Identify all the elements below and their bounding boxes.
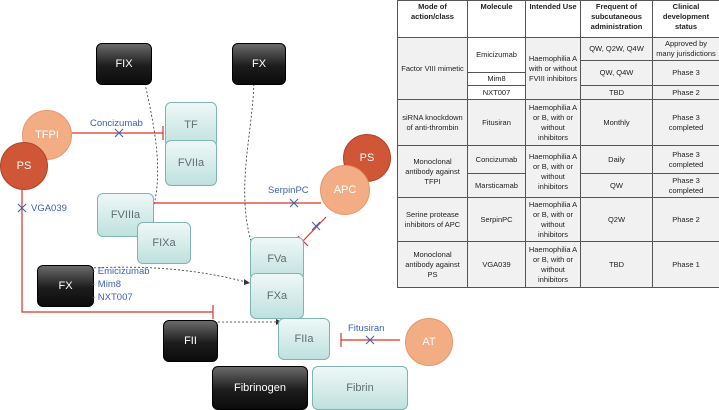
- header-mode: Mode of action/class: [398, 1, 468, 38]
- use-cell: Haemophilia A or B, with or without inhi…: [526, 242, 581, 288]
- fii-box: FII: [163, 320, 218, 362]
- molecule-cell: Emicizumab: [468, 38, 526, 73]
- fviia-box: FVIIa: [165, 140, 217, 186]
- concizumab-label: Concizumab: [90, 118, 143, 129]
- header-molecule: Molecule: [468, 1, 526, 38]
- table-row: Serine protease inhibitors of APC Serpin…: [398, 198, 719, 242]
- status-cell: Phase 1: [653, 242, 719, 288]
- fixa-box: FIXa: [137, 222, 191, 264]
- frequency-cell: QW, Q2W, Q4W: [581, 38, 653, 61]
- status-cell: Approved by many jurisdictions: [653, 38, 719, 61]
- fx-top-box: FX: [232, 43, 286, 85]
- serpinpc-label: SerpinPC: [268, 185, 309, 196]
- molecule-cell: Marsticamab: [468, 174, 526, 198]
- molecule-cell: Mim8: [468, 73, 526, 86]
- fix-box: FIX: [96, 43, 152, 85]
- frequency-cell: QW, Q4W: [581, 61, 653, 86]
- use-cell: Haemophilia A or B, with or without inhi…: [526, 198, 581, 242]
- status-cell: Phase 3 completed: [653, 174, 719, 198]
- therapies-table: Mode of action/class Molecule Intended U…: [397, 0, 719, 288]
- emicizumab-label: - Emicizumab: [92, 266, 150, 277]
- table-header-row: Mode of action/class Molecule Intended U…: [398, 1, 719, 38]
- frequency-cell: Monthly: [581, 100, 653, 146]
- ps-left-circle: PS: [0, 142, 48, 190]
- table-row: Factor VIII mimetic Emicizumab Haemophil…: [398, 38, 719, 61]
- table-row: siRNA knockdown of anti-thrombin Fitusir…: [398, 100, 719, 146]
- header-frequency: Frequent of subcutaneous administration: [581, 1, 653, 38]
- status-cell: Phase 3 completed: [653, 146, 719, 174]
- status-cell: Phase 3 completed: [653, 100, 719, 146]
- frequency-cell: QW: [581, 174, 653, 198]
- fibrinogen-box: Fibrinogen: [212, 366, 308, 410]
- fxa-box: FXa: [250, 273, 304, 319]
- header-use: Intended Use: [526, 1, 581, 38]
- apc-circle: APC: [320, 165, 370, 215]
- mode-cell: Factor VIII mimetic: [398, 38, 468, 100]
- vga039-label: VGA039: [31, 203, 67, 214]
- table-row: Monoclonal antibody against TFPI Concizu…: [398, 146, 719, 174]
- apc-fva-inhibition-line: [303, 217, 326, 241]
- header-status: Clinical development status: [653, 1, 719, 38]
- use-cell: Haemophilia A or B, with or without inhi…: [526, 100, 581, 146]
- molecule-cell: Concizumab: [468, 146, 526, 174]
- status-cell: Phase 2: [653, 198, 719, 242]
- status-cell: Phase 3: [653, 61, 719, 86]
- molecule-cell: Fitusiran: [468, 100, 526, 146]
- serpinpc-fva-cross: [312, 222, 320, 230]
- mim8-label: - Mim8: [92, 279, 121, 290]
- frequency-cell: Daily: [581, 146, 653, 174]
- mode-cell: siRNA knockdown of anti-thrombin: [398, 100, 468, 146]
- at-circle: AT: [405, 318, 453, 366]
- molecule-cell: VGA039: [468, 242, 526, 288]
- frequency-cell: Q2W: [581, 198, 653, 242]
- fitusiran-label: Fitusiran: [348, 323, 384, 334]
- fibrin-box: Fibrin: [312, 366, 408, 410]
- frequency-cell: TBD: [581, 86, 653, 100]
- mode-cell: Monoclonal antibody against TFPI: [398, 146, 468, 198]
- mode-cell: Monoclonal antibody against PS: [398, 242, 468, 288]
- mode-cell: Serine protease inhibitors of APC: [398, 198, 468, 242]
- molecule-cell: SerpinPC: [468, 198, 526, 242]
- molecule-cell: NXT007: [468, 86, 526, 100]
- use-cell: Haemophilia A with or without FVIII inhi…: [526, 38, 581, 100]
- frequency-cell: TBD: [581, 242, 653, 288]
- fx-mid-box: FX: [37, 265, 94, 307]
- nxt007-label: - NXT007: [92, 292, 133, 303]
- status-cell: Phase 2: [653, 86, 719, 100]
- table-row: Monoclonal antibody against PS VGA039 Ha…: [398, 242, 719, 288]
- fiia-box: FIIa: [278, 318, 330, 360]
- use-cell: Haemophilia A or B, with or without inhi…: [526, 146, 581, 198]
